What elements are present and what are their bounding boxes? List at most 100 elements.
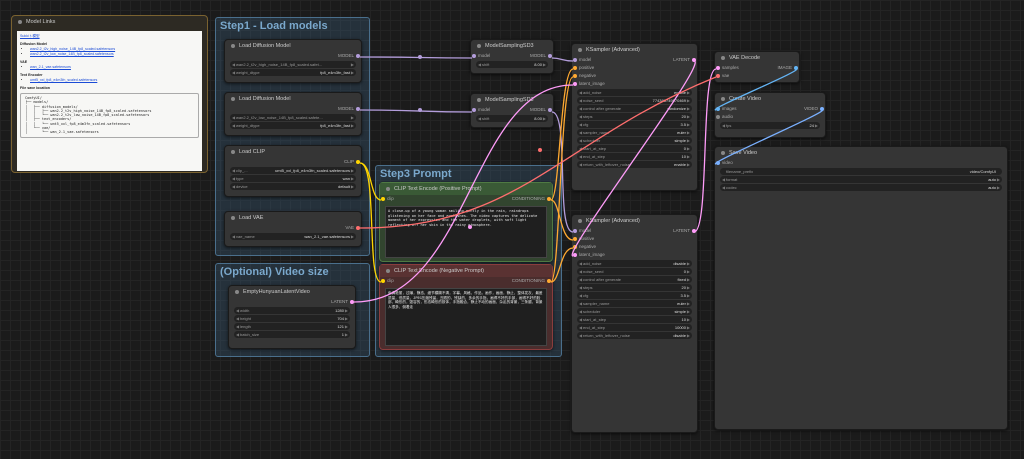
input-model[interactable]: model	[573, 227, 591, 235]
negative-prompt-textarea[interactable]: 色调艳丽，过曝，静态，细节模糊不清，字幕，风格，作品，画作，画面，静止，整体发灰…	[385, 288, 547, 346]
note-te-link[interactable]: umt5_xxl_fp8_e4m3fn_scaled.safetensors	[30, 78, 98, 82]
unet-name-combo[interactable]: ◀wan2.2_t2v_low_noise_14B_fp8_scaled.saf…	[230, 114, 356, 121]
port-icon	[381, 197, 385, 201]
left-arrow-icon: ◀	[579, 333, 583, 338]
output-conditioning[interactable]: CONDITIONING	[512, 195, 551, 203]
output-clip[interactable]: CLIP	[344, 158, 360, 166]
output-latent[interactable]: LATENT	[673, 56, 696, 64]
input-audio[interactable]: audio	[716, 113, 733, 121]
input-latent-image[interactable]: latent_image	[573, 80, 605, 88]
input-positive[interactable]: positive	[573, 235, 594, 243]
input-negative[interactable]: negative	[573, 72, 596, 80]
input-negative[interactable]: negative	[573, 243, 596, 251]
output-label: MODEL	[529, 107, 546, 112]
right-arrow-icon: ▶	[996, 177, 1000, 182]
output-model[interactable]: MODEL	[530, 52, 552, 60]
model-links-note[interactable]: Model Links Sukkiト模型 Diffusion Model wan…	[11, 15, 208, 173]
output-image[interactable]: IMAGE	[777, 64, 798, 72]
node-dot-icon	[477, 43, 481, 48]
input-model[interactable]: model	[472, 106, 490, 114]
input-clip[interactable]: clip	[381, 195, 394, 203]
note-main-link[interactable]: Sukkiト模型	[20, 34, 40, 38]
widget-value: 20	[681, 285, 686, 290]
output-model[interactable]: MODEL	[529, 106, 552, 114]
load-diffusion-model-low[interactable]: Load Diffusion Model MODEL ◀wan2.2_t2v_l…	[224, 92, 362, 136]
positive-prompt-textarea[interactable]: A close-up of a young woman smiling gent…	[385, 206, 547, 258]
input-samples[interactable]: samples	[716, 64, 739, 72]
output-conditioning[interactable]: CONDITIONING	[512, 277, 551, 285]
clip-name-combo[interactable]: ◀clip_...umt5_xxl_fp8_e4m3fn_scaled.safe…	[230, 167, 356, 174]
input-latent-image[interactable]: latent_image	[573, 251, 605, 259]
note-diffusion-link-1[interactable]: wan2.2_t2v_high_noise_14B_fp8_scaled.saf…	[30, 47, 116, 51]
output-model[interactable]: MODEL	[338, 105, 360, 113]
load-diffusion-model-high[interactable]: Load Diffusion Model MODEL ◀wan2.2_t2v_h…	[224, 39, 362, 83]
input-images[interactable]: images	[716, 105, 737, 113]
widget-label: add_noise	[583, 90, 602, 95]
load-clip-node[interactable]: Load CLIP CLIP ◀clip_...umt5_xxl_fp8_e4m…	[224, 145, 362, 197]
output-model[interactable]: MODEL	[338, 52, 360, 60]
input-clip[interactable]: clip	[381, 277, 394, 285]
output-latent[interactable]: LATENT	[331, 298, 354, 306]
input-video[interactable]: video	[716, 159, 733, 167]
output-latent[interactable]: LATENT	[673, 227, 696, 235]
input-model[interactable]: model	[573, 56, 591, 64]
port-icon	[692, 229, 696, 233]
unet-name-combo[interactable]: ◀wan2.2_t2v_high_noise_14B_fp8_scaled.sa…	[230, 61, 356, 68]
note-diffusion-link-2[interactable]: wan2.2_t2v_low_noise_14B_fp8_scaled.safe…	[30, 52, 114, 56]
port-icon	[547, 197, 551, 201]
input-vae[interactable]: vae	[716, 72, 729, 80]
input-positive[interactable]: positive	[573, 64, 594, 72]
output-video[interactable]: VIDEO	[804, 105, 824, 113]
note-vae-link[interactable]: wan_2.1_vae.safetensors	[30, 65, 71, 69]
widget-label: width	[240, 308, 250, 313]
input-model[interactable]: model	[472, 52, 490, 60]
output-vae[interactable]: VAE	[345, 224, 360, 232]
